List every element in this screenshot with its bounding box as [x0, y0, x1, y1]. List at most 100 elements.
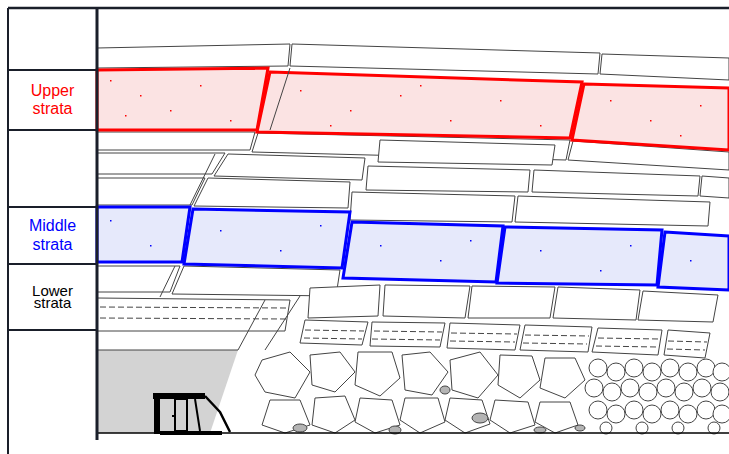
- compacted-rubble: [625, 401, 643, 419]
- compacted-rubble: [621, 379, 639, 397]
- working-space: [97, 350, 238, 433]
- strata-label-cell: Upper strata: [8, 70, 97, 130]
- compacted-rubble: [679, 405, 697, 423]
- lower-strata-dash: [305, 330, 364, 331]
- compacted-rubble: [661, 359, 679, 377]
- lower-strata-dash: [451, 333, 517, 334]
- pebble: [472, 413, 488, 423]
- caved-rubble: [310, 352, 355, 392]
- rock-block: [97, 266, 180, 292]
- compacted-rubble: [657, 379, 675, 397]
- pebble: [293, 386, 585, 434]
- rock-block: [214, 154, 365, 180]
- table-frame: [8, 329, 97, 331]
- hydraulic-support: [205, 396, 230, 432]
- middle-strata-block: [497, 227, 662, 285]
- working-space: [97, 350, 238, 433]
- rock-block: [515, 196, 710, 226]
- lower-strata-dash: [372, 339, 440, 340]
- rock-block: [97, 44, 290, 68]
- rock-block: [378, 140, 555, 165]
- caved-rubble: [262, 400, 310, 433]
- upper-strata-block: [97, 68, 729, 150]
- lower-strata-block: [592, 328, 662, 355]
- middle-strata-speckle: [600, 270, 602, 272]
- middle-strata-speckle: [470, 240, 472, 242]
- caved-rubble: [355, 398, 400, 433]
- lower-strata-dash: [304, 338, 362, 339]
- lower-strata-dash: [667, 349, 705, 350]
- lower-strata-block: [300, 320, 368, 345]
- middle-strata-speckle: [320, 225, 322, 227]
- upper-strata-speckle: [400, 95, 402, 97]
- caved-rubble: [400, 398, 445, 433]
- fracture-line: [190, 154, 215, 205]
- compacted-rubble: [607, 405, 625, 423]
- strata-name: Upper strata: [20, 82, 86, 119]
- table-frame: [8, 263, 97, 265]
- rock-block: [553, 287, 640, 320]
- upper-strata-speckle: [500, 100, 502, 102]
- compacted-rubble: [661, 401, 679, 419]
- caved-rubble: [312, 396, 355, 433]
- compacted-rubble: [600, 422, 612, 434]
- compacted-rubble: [713, 405, 729, 423]
- compacted-rubble: [643, 405, 661, 423]
- table-frame: [8, 7, 729, 10]
- compacted-rubble: [607, 363, 625, 381]
- hydraulic-support: [153, 396, 230, 434]
- rock-block: [350, 192, 515, 222]
- hydraulic-support: [160, 431, 222, 435]
- middle-strata-speckle: [630, 245, 632, 247]
- compacted-rubble: [585, 359, 729, 434]
- middle-strata-speckle: [220, 230, 222, 232]
- rock-block: [308, 285, 380, 318]
- lower-strata-block: [447, 323, 520, 350]
- upper-strata-speckle: [420, 85, 422, 87]
- caved-rubble: [255, 352, 310, 398]
- strata-name: Middle strata: [20, 217, 86, 254]
- middle-strata-speckle: [110, 220, 112, 222]
- compacted-rubble: [711, 383, 729, 401]
- middle-strata-speckle: [540, 250, 542, 252]
- strata-label-cell: Middle strata: [8, 207, 97, 264]
- rock-block: [600, 54, 729, 80]
- rock-block: [638, 291, 718, 322]
- upper-strata-speckle: [540, 125, 542, 127]
- strata-name: Lower strata: [27, 285, 79, 309]
- compacted-rubble: [679, 363, 697, 381]
- upper-strata-speckle: [230, 120, 232, 122]
- compacted-rubble: [589, 359, 607, 377]
- lower-strata-dash: [523, 343, 587, 344]
- lower-strata-block: [97, 298, 710, 358]
- compacted-rubble: [697, 359, 715, 377]
- upper-strata-speckle: [170, 110, 172, 112]
- lower-strata-dash: [596, 346, 657, 347]
- rock-block: [97, 44, 729, 322]
- lower-strata-block: [97, 298, 290, 331]
- lower-strata-dash: [450, 341, 515, 342]
- lower-strata-dash: [100, 307, 707, 350]
- upper-strata-speckle: [110, 80, 702, 137]
- middle-strata-block: [184, 209, 350, 268]
- middle-strata-speckle: [440, 260, 442, 262]
- rock-block: [97, 153, 225, 174]
- lower-strata-dash: [525, 335, 589, 336]
- rock-block: [97, 132, 255, 150]
- pebble: [293, 424, 307, 432]
- compacted-rubble: [589, 401, 607, 419]
- compacted-rubble: [625, 359, 643, 377]
- upper-strata-block: [97, 68, 268, 130]
- strata-label-cell: Lower strata: [8, 264, 97, 330]
- caved-rubble: [355, 352, 400, 396]
- pebble: [440, 386, 450, 394]
- upper-strata-speckle: [330, 125, 332, 127]
- hydraulic-support: [175, 399, 187, 431]
- middle-strata-speckle: [150, 245, 152, 247]
- rock-block: [97, 178, 205, 205]
- middle-strata-speckle: [690, 260, 692, 262]
- lower-strata-block: [664, 330, 710, 358]
- table-frame: [8, 129, 97, 131]
- table-frame: [96, 8, 99, 440]
